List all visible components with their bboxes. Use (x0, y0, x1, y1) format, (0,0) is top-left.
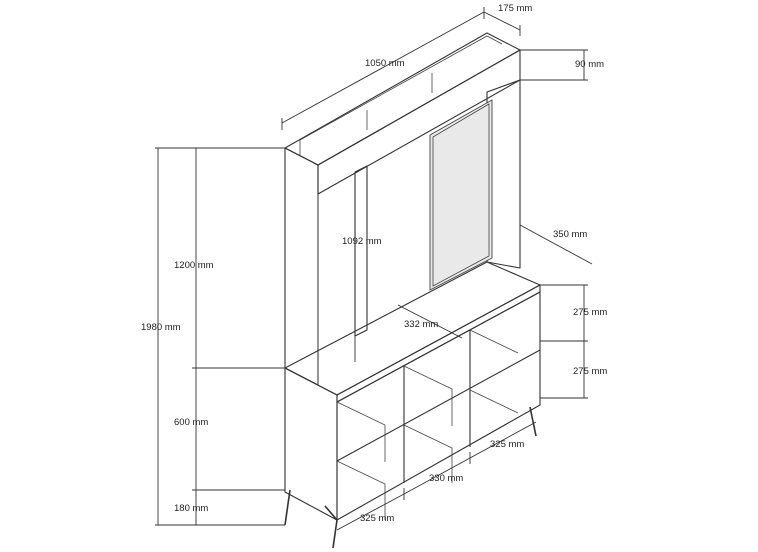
mesh-panel (429, 99, 493, 291)
label-cube-height-lower: 275 mm (573, 366, 607, 377)
leg-front-right (529, 406, 537, 437)
cube-inner-6 (469, 389, 519, 414)
label-cube-height-upper: 275 mm (573, 307, 607, 318)
label-top-shelf-height: 90 mm (575, 59, 604, 70)
lower-left-side (284, 367, 338, 521)
dim-line-inner-depth (397, 304, 463, 339)
upper-cabinet (284, 32, 521, 386)
label-cube-width-right: 325 mm (490, 439, 524, 450)
dim-line-cube-middle (403, 457, 471, 495)
mesh-panel-border (432, 103, 490, 287)
lower-unit (284, 261, 541, 549)
label-leg-height: 180 mm (174, 503, 208, 514)
dimension-lines (155, 7, 593, 531)
cube-inner-5 (403, 424, 453, 483)
lower-shelf (336, 349, 541, 462)
middle-divider (354, 165, 368, 337)
leg-back-left (284, 489, 291, 526)
top-back-edge (299, 35, 503, 156)
dim-line-cube-left (336, 493, 405, 531)
label-total-height: 1980 mm (141, 322, 181, 333)
leg-brace-left (324, 505, 338, 521)
label-base-depth: 350 mm (553, 229, 587, 240)
label-depth-top: 175 mm (498, 3, 532, 14)
cube-inner-4 (336, 460, 386, 520)
label-inner-depth: 332 mm (404, 319, 438, 330)
cube-inner-3 (469, 329, 519, 354)
dim-line-cube-right (469, 421, 537, 459)
cube-inner-2 (403, 365, 453, 426)
label-cube-width-left: 325 mm (360, 513, 394, 524)
cube-inner-1 (336, 401, 386, 462)
label-width-total: 1050 mm (365, 58, 405, 69)
left-side-panel (284, 147, 319, 386)
label-lower-height: 600 mm (174, 417, 208, 428)
label-hanger-height: 1092 mm (342, 236, 382, 247)
lower-front-frame (336, 291, 541, 521)
dim-line-base-depth (519, 224, 593, 265)
dim-line-width (281, 11, 485, 124)
leg-front-left (332, 519, 338, 549)
dim-line-depth-top (483, 11, 521, 31)
label-upper-height: 1200 mm (174, 260, 214, 271)
label-cube-width-middle: 330 mm (429, 473, 463, 484)
